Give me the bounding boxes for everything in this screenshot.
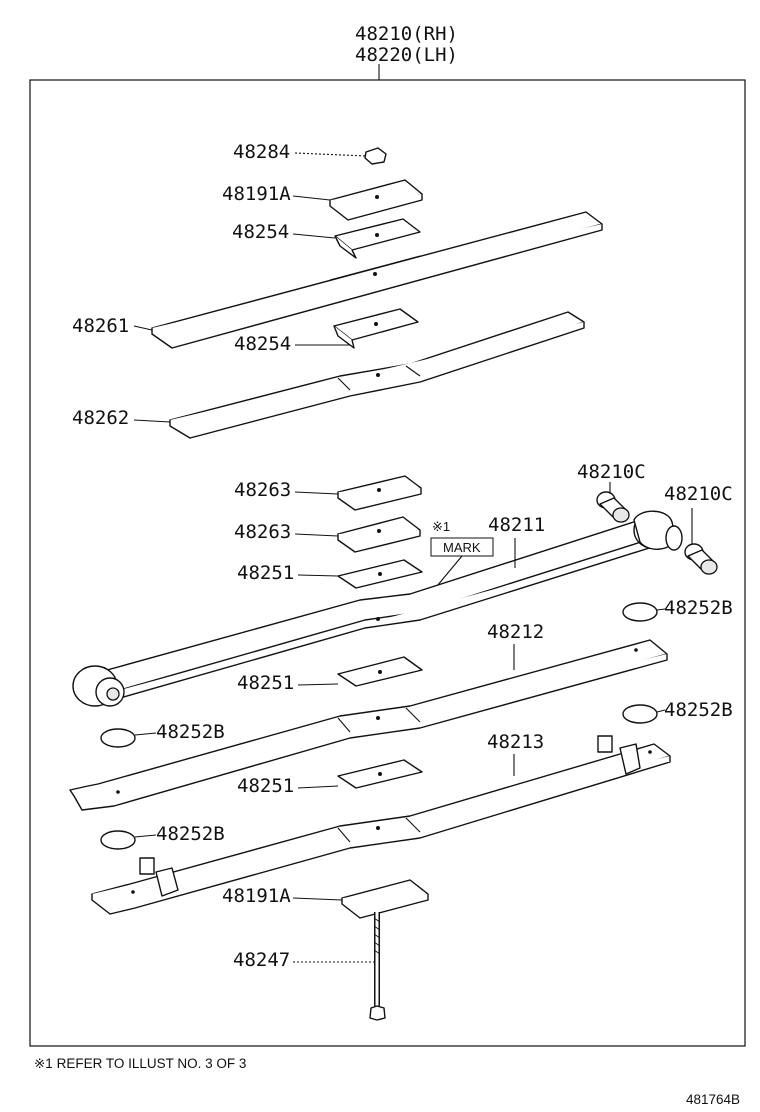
leaf-48212-hole [376,716,380,720]
leaf-48261-edge [151,224,603,349]
insert-2-hole [377,529,381,533]
plate-top-hole [375,195,379,199]
leaf-48213-hole-end-2 [648,750,652,754]
leaf-48212-mark-b [405,707,421,723]
label-48252B-4: 48252B [156,823,225,845]
plate-bottom-edge [341,894,429,919]
label-48254-1: 48254 [232,221,289,243]
leaf-48213-clip-left [139,857,179,897]
insert-1-hole [377,488,381,492]
label-48247: 48247 [233,949,290,971]
plate-top-leader [292,195,331,201]
pad-3-leader [656,709,666,713]
leaf-48212-edge [73,654,668,811]
bushing-1 [596,491,630,523]
main-leaf-eye-rear-face [665,525,683,551]
liner-2-leader [297,683,339,686]
assembly-number-lh: 48220(LH) [355,44,458,66]
leaf-48212-hole-end [116,790,120,794]
leaf-48262-leader [133,419,171,423]
liner-3-hole [378,772,382,776]
spacer-2-hole [374,322,378,326]
insert-2-edge [337,530,421,553]
spacer-1-edge [334,235,357,259]
leaf-48261-hole [373,272,377,276]
leaf-48262-mark-b [405,365,421,377]
spacer-2-edge [333,325,355,349]
leaf-48262-edge [169,322,585,439]
liner-2-hole [378,670,382,674]
footer-note: ※1 REFER TO ILLUST NO. 3 OF 3 [34,1056,246,1071]
label-48284: 48284 [233,141,290,163]
label-48261: 48261 [72,315,129,337]
leaf-48262-mark-a [337,377,351,391]
label-48263-1: 48263 [234,479,291,501]
label-48191A-top: 48191A [222,183,291,205]
spacer-1-hole [375,233,379,237]
leaf-48262-hole [376,373,380,377]
spacer-1-leader [292,233,336,239]
center-bolt [369,912,386,1021]
leaf-48213-mark-a [337,827,351,843]
label-48210C-2: 48210C [664,483,733,505]
leaf-48212-mark-a [337,717,351,733]
pad-1-leader [656,608,666,611]
leaf-48213-hole-end [131,890,135,894]
plate-bottom-leader [292,897,343,901]
leaf-48212-hole-end-2 [634,648,638,652]
assembly-number-rh: 48210(RH) [355,23,458,45]
liner-1-leader [297,574,339,577]
label-48251-3: 48251 [237,775,294,797]
pad-4-shape [100,830,136,850]
leaf-48213-edge [91,756,671,915]
insert-1-edge [337,488,422,511]
insert-2-leader [294,533,339,537]
leaf-48261-leader [133,325,153,331]
label-48252B-1: 48252B [664,597,733,619]
leaf-48261-center-mark [329,255,421,281]
leaf-48213-clip-right [597,735,641,775]
pad-2-leader [134,732,157,736]
plate-top-edge [329,194,423,221]
assembly-frame [29,79,746,1047]
liner-1-hole [378,572,382,576]
nut-leader [294,152,367,157]
label-48254-2: 48254 [234,333,291,355]
label-48251-1: 48251 [237,562,294,584]
label-48263-2: 48263 [234,521,291,543]
illustration-id: 481764B [686,1092,740,1107]
label-48262: 48262 [72,407,129,429]
label-48252B-3: 48252B [664,699,733,721]
label-48210C-1: 48210C [577,461,646,483]
label-48251-2: 48251 [237,672,294,694]
main-leaf-eye-front-hole [106,687,120,701]
label-48212: 48212 [487,621,544,643]
insert-1-leader [294,491,339,495]
mark-label: MARK [443,540,481,555]
label-48191A-bottom: 48191A [222,885,291,907]
label-48252B-2: 48252B [156,721,225,743]
main-leaf-hole [376,617,380,621]
liner-3-leader [297,785,339,789]
ref-mark-symbol: ※1 [432,519,450,534]
label-48211: 48211 [488,514,545,536]
pad-1-shape [622,602,658,622]
pad-3-shape [622,704,658,724]
bushing-2 [684,543,718,575]
leaf-48213-hole [376,826,380,830]
nut-shape [364,147,387,165]
leaf-48213-mark-b [405,817,421,833]
pad-2-shape [100,728,136,748]
label-48213: 48213 [487,731,544,753]
pad-4-leader [134,834,157,838]
